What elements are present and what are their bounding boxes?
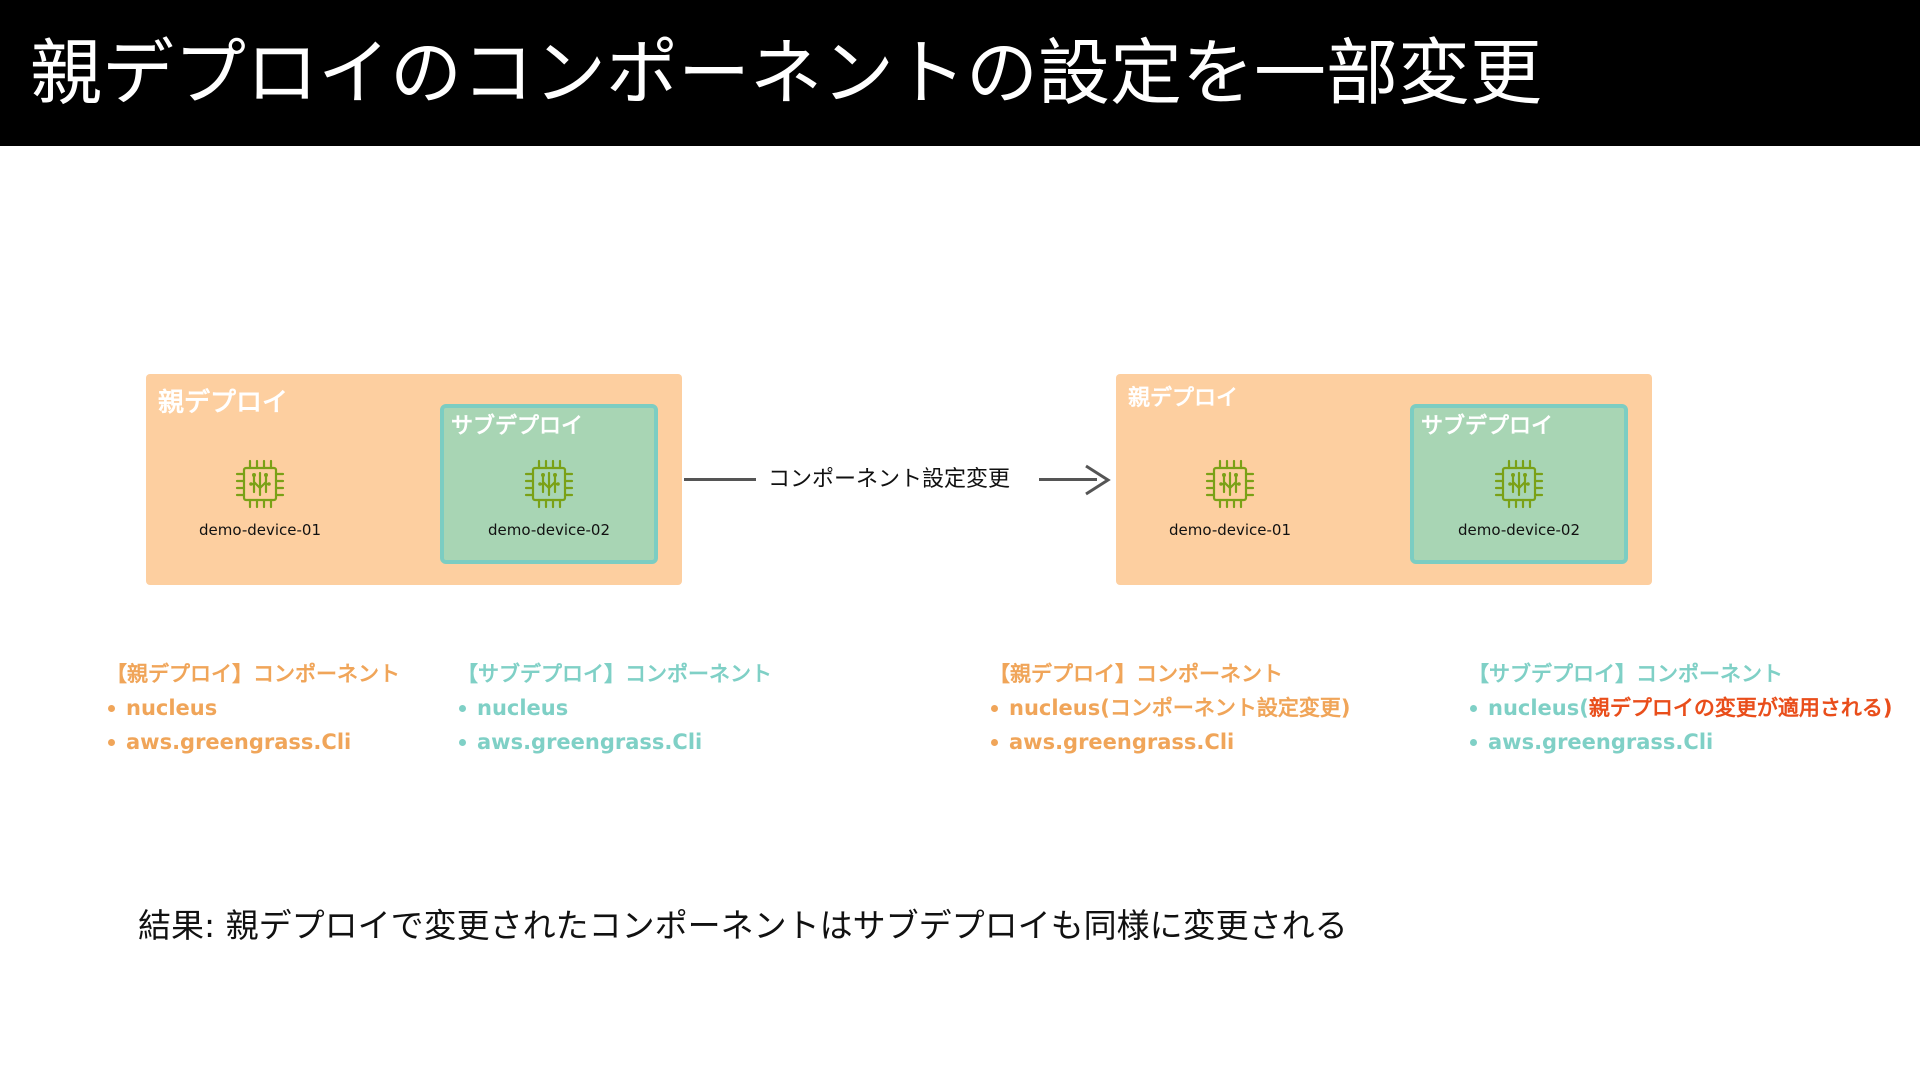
sub-deploy-box-before: サブデプロイ demo-device-02 [440, 404, 658, 564]
iot-chip-icon [524, 459, 574, 509]
list-item: nucleus [106, 691, 400, 725]
device-node: demo-device-02 [469, 457, 629, 539]
device-name: demo-device-02 [488, 521, 610, 539]
list-item: aws.greengrass.Cli [457, 725, 772, 759]
list-item: aws.greengrass.Cli [106, 725, 400, 759]
list-item: aws.greengrass.Cli [989, 725, 1350, 759]
arrow-right-icon [1085, 464, 1111, 496]
parent-deploy-box-before: 親デプロイ demo-device-01 サブデプロイ [146, 374, 682, 585]
parent-deploy-box-after: 親デプロイ demo-device-01 サブデプロイ [1116, 374, 1652, 585]
component-list-before-parent: 【親デプロイ】コンポーネント nucleus aws.greengrass.Cl… [106, 657, 400, 759]
sub-deploy-box-after: サブデプロイ demo-device-02 [1410, 404, 1628, 564]
list-item: nucleus(コンポーネント設定変更) [989, 691, 1350, 725]
sub-deploy-label: サブデプロイ [1421, 414, 1554, 439]
device-node: demo-device-01 [180, 457, 340, 539]
iot-chip-icon [1205, 459, 1255, 509]
arrow-line-right [1039, 478, 1097, 481]
component-heading: 【親デプロイ】コンポーネント [989, 662, 1283, 686]
list-item: nucleus [457, 691, 772, 725]
title-bar: 親デプロイのコンポーネントの設定を一部変更 [0, 0, 1920, 146]
page-title: 親デプロイのコンポーネントの設定を一部変更 [30, 31, 1543, 115]
highlight-text: 親デプロイの変更が適用される [1588, 696, 1883, 720]
component-heading: 【サブデプロイ】コンポーネント [1468, 662, 1783, 686]
parent-deploy-label: 親デプロイ [158, 388, 289, 418]
list-item: nucleus(親デプロイの変更が適用される) [1468, 691, 1892, 725]
device-name: demo-device-02 [1458, 521, 1580, 539]
parent-deploy-label: 親デプロイ [1128, 386, 1239, 411]
iot-chip-icon [1494, 459, 1544, 509]
component-heading: 【サブデプロイ】コンポーネント [457, 662, 772, 686]
component-list-after-parent: 【親デプロイ】コンポーネント nucleus(コンポーネント設定変更) aws.… [989, 657, 1350, 759]
arrow-label: コンポーネント設定変更 [768, 467, 1011, 492]
iot-chip-icon [235, 459, 285, 509]
component-list-after-sub: 【サブデプロイ】コンポーネント nucleus(親デプロイの変更が適用される) … [1468, 657, 1892, 759]
device-node: demo-device-02 [1439, 457, 1599, 539]
device-name: demo-device-01 [199, 521, 321, 539]
arrow-line-left [684, 478, 756, 481]
device-node: demo-device-01 [1150, 457, 1310, 539]
component-list-before-sub: 【サブデプロイ】コンポーネント nucleus aws.greengrass.C… [457, 657, 772, 759]
result-text: 結果: 親デプロイで変更されたコンポーネントはサブデプロイも同様に変更される [138, 906, 1348, 945]
sub-deploy-label: サブデプロイ [451, 414, 584, 439]
list-item: aws.greengrass.Cli [1468, 725, 1892, 759]
component-heading: 【親デプロイ】コンポーネント [106, 662, 400, 686]
change-arrow: コンポーネント設定変更 [684, 463, 1114, 497]
device-name: demo-device-01 [1169, 521, 1291, 539]
